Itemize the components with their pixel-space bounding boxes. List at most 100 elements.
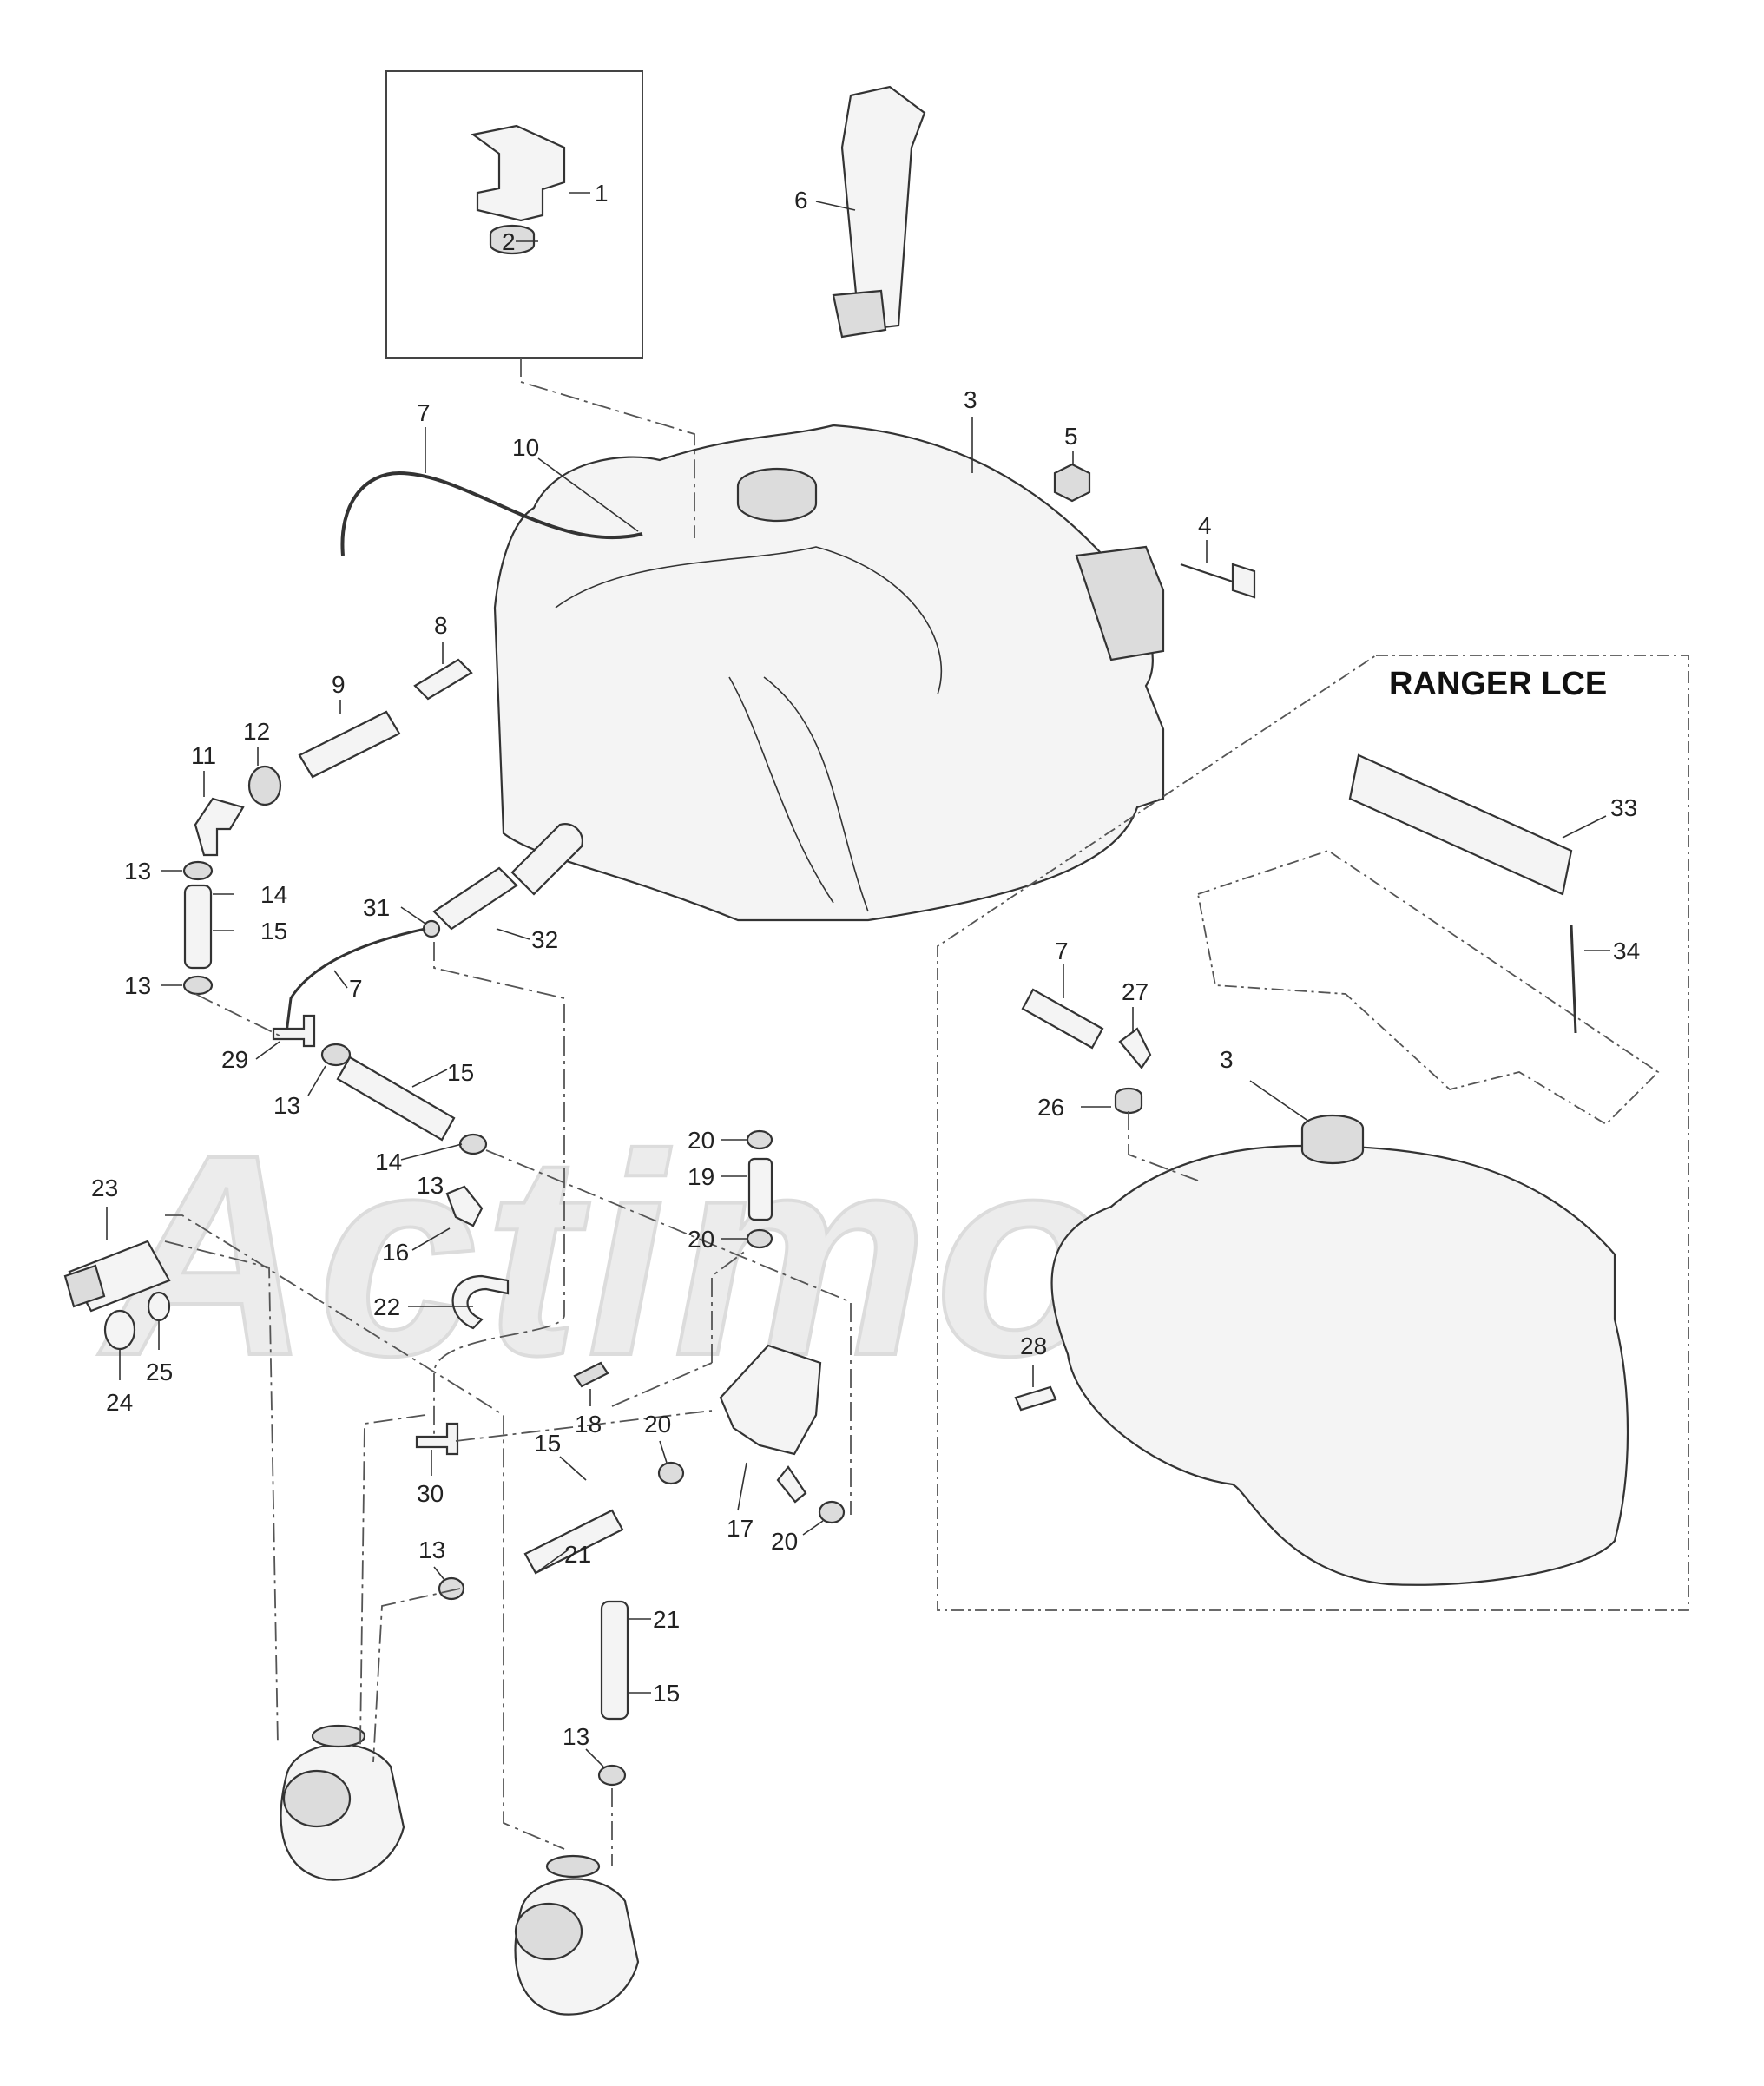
grommet-part-2 xyxy=(489,224,536,255)
clamp-part-13-d xyxy=(433,1566,465,1601)
primer-part-32 xyxy=(432,823,583,940)
callout-12: 12 xyxy=(243,718,270,745)
hose-part-15-lower xyxy=(523,1456,624,1575)
callout-13-c: 13 xyxy=(273,1092,300,1119)
callout-19: 19 xyxy=(688,1163,714,1190)
callout-7-b: 7 xyxy=(349,975,363,1002)
fuel-tank-part-3-inset xyxy=(1050,1080,1629,1586)
callout-15-d: 15 xyxy=(653,1680,680,1707)
routing-lines xyxy=(164,942,852,1866)
callout-30: 30 xyxy=(417,1480,444,1507)
inset-title: RANGER LCE xyxy=(1389,666,1607,702)
callout-4: 4 xyxy=(1198,512,1212,539)
spring-part-34 xyxy=(1570,924,1610,1034)
callout-13-b: 13 xyxy=(124,972,151,999)
callout-14-a: 14 xyxy=(260,881,287,908)
callout-23: 23 xyxy=(91,1175,118,1201)
heat-shield-part-33 xyxy=(1348,753,1607,896)
detail-box-bracket xyxy=(385,70,643,359)
nut-part-24 xyxy=(103,1309,136,1380)
callout-3: 3 xyxy=(964,386,977,413)
callout-1: 1 xyxy=(595,180,609,207)
callout-3-b: 3 xyxy=(1220,1046,1234,1073)
vent-hose-part-7 xyxy=(340,427,643,556)
grommet-part-12 xyxy=(247,747,282,806)
clamp-part-20-c xyxy=(657,1440,685,1485)
callout-13-d: 13 xyxy=(417,1172,444,1199)
callout-22: 22 xyxy=(373,1293,400,1320)
bolt-part-18 xyxy=(573,1361,609,1406)
callout-14-b: 14 xyxy=(375,1148,402,1175)
hose-part-19 xyxy=(721,1157,773,1221)
callout-21-b: 21 xyxy=(653,1606,680,1633)
clamp-part-20-a xyxy=(721,1129,773,1150)
clamp-part-20-b xyxy=(721,1228,773,1249)
fuel-filler-neck xyxy=(736,467,818,523)
callout-13-e: 13 xyxy=(418,1537,445,1563)
ranger-lce-inset: RANGER LCE xyxy=(937,655,1689,1611)
carburetor-right xyxy=(514,1854,640,2016)
bolt-part-4 xyxy=(1180,540,1256,599)
fuel-gauge-part-6 xyxy=(815,85,926,339)
callout-18: 18 xyxy=(575,1411,602,1438)
hose-part-15-mid xyxy=(336,1056,456,1142)
detail-box-frame xyxy=(385,70,643,359)
callout-15-a: 15 xyxy=(260,918,287,944)
callout-29: 29 xyxy=(221,1046,248,1073)
clip-part-16 xyxy=(411,1185,484,1251)
callout-27: 27 xyxy=(1122,978,1149,1005)
tube-part-7-inset xyxy=(1021,964,1104,1050)
callout-34: 34 xyxy=(1613,938,1640,964)
callout-26: 26 xyxy=(1037,1094,1064,1121)
callout-11: 11 xyxy=(191,742,216,769)
clamp-part-14 xyxy=(400,1133,488,1161)
callout-15-b: 15 xyxy=(447,1059,474,1086)
carburetor-left xyxy=(280,1724,405,1881)
clamp-part-13-a xyxy=(161,860,214,881)
t-fitting-part-30 xyxy=(415,1422,459,1476)
callout-7: 7 xyxy=(417,399,431,426)
clamp-part-13-e xyxy=(585,1748,627,1787)
fitting-part-28 xyxy=(1014,1365,1057,1412)
fuel-tank-part-3 xyxy=(493,417,1165,922)
switch-part-23 xyxy=(63,1207,171,1313)
callout-15-c: 15 xyxy=(534,1430,561,1457)
callout-20-c: 20 xyxy=(644,1411,671,1438)
fuel-pump-part-17 xyxy=(719,1344,822,1511)
bracket-part-1 xyxy=(471,124,566,222)
callout-7-c: 7 xyxy=(1055,938,1069,964)
callout-24: 24 xyxy=(106,1389,133,1416)
callout-32: 32 xyxy=(531,926,558,953)
callout-16: 16 xyxy=(382,1239,409,1266)
callout-13-a: 13 xyxy=(124,858,151,885)
washer-part-25 xyxy=(147,1291,171,1350)
hose-part-7-left xyxy=(285,927,426,1034)
callout-33: 33 xyxy=(1610,794,1637,821)
callout-20-b: 20 xyxy=(688,1226,714,1253)
bracket-outline xyxy=(1196,850,1660,1126)
tube-part-9 xyxy=(298,700,401,779)
callout-20-a: 20 xyxy=(688,1127,714,1154)
callout-5: 5 xyxy=(1064,423,1078,450)
callout-25: 25 xyxy=(146,1359,173,1385)
fitting-part-8 xyxy=(413,642,473,701)
callout-17: 17 xyxy=(727,1515,754,1542)
callout-8: 8 xyxy=(434,612,448,639)
hose-part-21-vertical xyxy=(600,1600,651,1721)
t-fitting-part-29 xyxy=(255,1014,316,1060)
callout-labels: 1 2 3 4 5 6 7 8 9 10 11 12 13 14 15 13 3… xyxy=(91,180,1640,1750)
callout-31: 31 xyxy=(363,894,390,921)
callout-2: 2 xyxy=(502,228,516,255)
elbow-part-27 xyxy=(1118,1007,1152,1069)
callout-28: 28 xyxy=(1020,1333,1047,1359)
callout-10: 10 xyxy=(512,434,539,461)
callout-13-f: 13 xyxy=(563,1723,589,1750)
nut-part-5 xyxy=(1053,451,1091,503)
callout-21-a: 21 xyxy=(564,1541,591,1568)
elbow-part-11 xyxy=(194,771,245,857)
clamp-part-13-c xyxy=(307,1043,352,1096)
clamp-part-20-d xyxy=(802,1500,846,1536)
callout-20-d: 20 xyxy=(771,1528,798,1555)
clamp-part-13-b xyxy=(161,975,214,996)
